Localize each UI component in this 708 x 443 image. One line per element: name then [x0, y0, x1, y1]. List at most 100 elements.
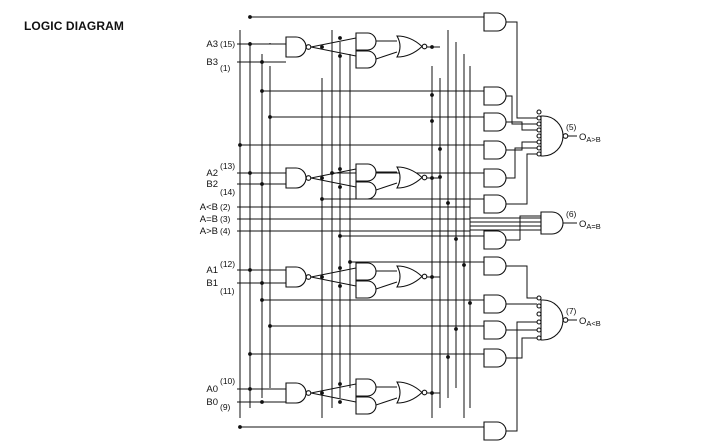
input-pin-4: (2): [220, 202, 231, 212]
junction-dot: [446, 355, 450, 359]
junction-dot: [260, 281, 264, 285]
diagram-title: LOGIC DIAGRAM: [24, 19, 124, 33]
output-and-gate-5: [483, 168, 507, 188]
upper-and-gate-4: [355, 378, 377, 397]
inversion-bubble: [536, 295, 542, 301]
upper-and-gate-3: [355, 262, 377, 281]
output-gate-3: [540, 299, 564, 341]
junction-dot: [462, 263, 466, 267]
input-label-1: B3: [206, 57, 218, 68]
output-label-2: OA<B: [579, 316, 601, 328]
input-pin-8: (11): [220, 286, 235, 296]
junction-dot: [430, 275, 434, 279]
output-and-gate-8: [483, 256, 507, 276]
inversion-bubble: [305, 44, 312, 50]
junction-dot: [320, 176, 324, 180]
junction-dot: [330, 171, 334, 175]
junction-dots: [238, 15, 472, 429]
inversion-bubble: [536, 151, 542, 157]
wire: [310, 276, 357, 287]
junction-dot: [260, 89, 264, 93]
wires: [237, 16, 577, 432]
output-and-gate-1: [483, 12, 507, 32]
output-pin-0: (5): [566, 122, 577, 132]
junction-dot: [260, 182, 264, 186]
lower-and-gate-4: [355, 396, 377, 415]
inversion-bubble: [305, 274, 312, 280]
inversion-bubble: [536, 133, 542, 139]
wire: [506, 121, 537, 131]
wire: [506, 153, 537, 205]
inversion-bubble: [305, 390, 312, 396]
input-label-7: A1: [206, 265, 218, 276]
wire: [506, 337, 537, 359]
output-label-1: OA=B: [579, 219, 601, 231]
inversion-bubble: [305, 175, 312, 181]
wire: [519, 215, 541, 240]
output-and-gate-10: [483, 320, 507, 340]
junction-dot: [454, 237, 458, 241]
junction-dot: [320, 391, 324, 395]
output-label-0: OA>B: [579, 132, 601, 144]
wire: [310, 177, 357, 188]
junction-dot: [338, 234, 342, 238]
input-pin-7: (12): [220, 259, 235, 269]
lower-and-gate-3: [355, 280, 377, 299]
output-and-gate-12: [483, 421, 507, 441]
inversion-bubble: [536, 311, 542, 317]
input-pin-5: (3): [220, 214, 231, 224]
junction-dot: [320, 275, 324, 279]
output-gate-1: [540, 115, 564, 157]
junction-dot: [438, 147, 442, 151]
wire: [375, 51, 398, 60]
junction-dot: [338, 400, 342, 404]
input-pin-3: (14): [220, 187, 235, 197]
compare-and-gate-3: [285, 266, 307, 288]
junction-dot: [320, 45, 324, 49]
wire: [375, 397, 398, 406]
inversion-bubble: [421, 273, 428, 280]
nor-gate-3: [396, 265, 423, 288]
output-and-gate-3: [483, 112, 507, 132]
input-pin-1: (1): [220, 63, 231, 73]
output-and-gate-9: [483, 294, 507, 314]
inversion-bubble: [421, 389, 428, 396]
junction-dot: [268, 324, 272, 328]
output-and-gate-11: [483, 348, 507, 368]
junction-dot: [260, 60, 264, 64]
output-and-gate-6: [483, 194, 507, 214]
inversion-bubble: [562, 317, 569, 323]
inversion-bubble: [536, 115, 542, 121]
wire: [310, 46, 357, 57]
junction-dot: [430, 119, 434, 123]
inversion-bubble: [536, 139, 542, 145]
inversion-bubble: [421, 174, 428, 181]
lower-and-gate-1: [355, 50, 377, 69]
input-pin-9: (10): [220, 376, 235, 386]
junction-dot: [468, 301, 472, 305]
lower-and-gate-2: [355, 181, 377, 200]
junction-dot: [248, 171, 252, 175]
junction-dot: [248, 387, 252, 391]
junction-dot: [260, 298, 264, 302]
inversion-bubble: [536, 303, 542, 309]
inversion-bubble: [421, 43, 428, 50]
labels: A3(15)B3(1)A2(13)B2(14)A<B(2)A=B(3)A>B(4…: [200, 39, 601, 412]
wire: [506, 141, 537, 151]
junction-dot: [348, 260, 352, 264]
input-label-4: A<B: [200, 202, 218, 213]
junction-dot: [268, 115, 272, 119]
junction-dot: [430, 45, 434, 49]
inversion-bubble: [536, 109, 542, 115]
wire: [310, 392, 357, 403]
nor-gate-4: [396, 381, 423, 404]
upper-and-gate-1: [355, 32, 377, 51]
input-label-5: A=B: [200, 214, 218, 225]
junction-dot: [248, 352, 252, 356]
inversion-bubble: [536, 319, 542, 325]
junction-dot: [338, 284, 342, 288]
wire: [375, 182, 398, 191]
junction-dot: [248, 15, 252, 19]
input-pin-0: (15): [220, 39, 235, 49]
wire: [506, 321, 537, 432]
